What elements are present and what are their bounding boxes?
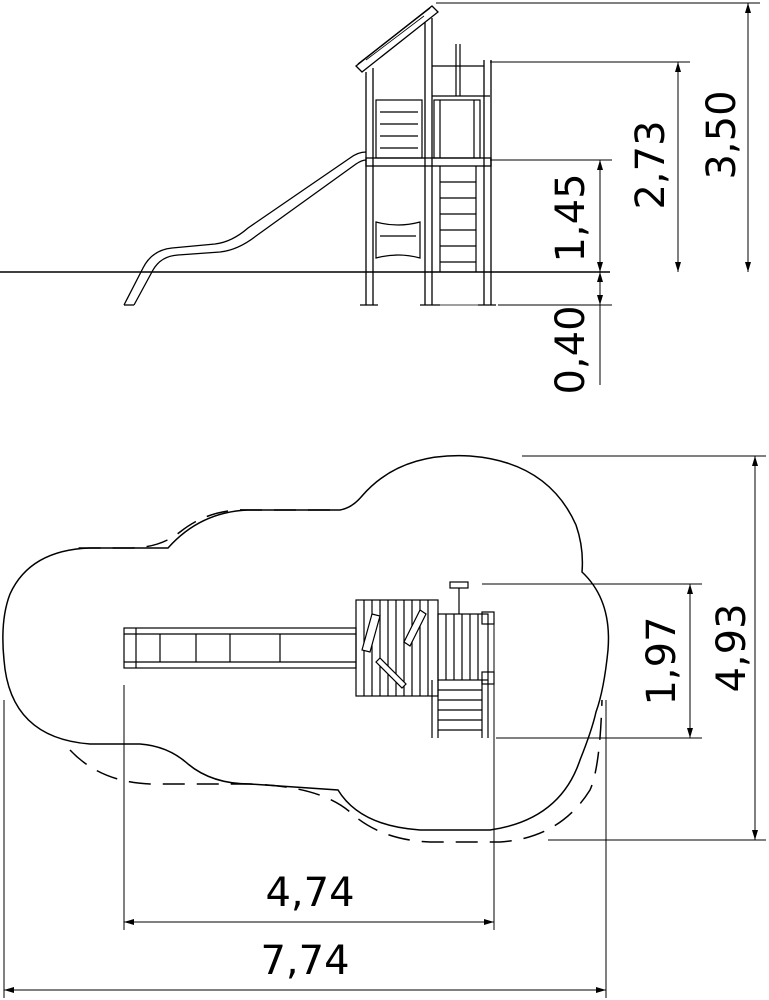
ladder-top [431,680,489,738]
platform-height-label: 1,45 [548,173,594,262]
equipment-length-label: 4,74 [265,870,354,916]
upper-panel [375,95,490,159]
elevation-dimension-lines [436,2,760,385]
plan-view: 4,93 1,97 4,74 7,74 [2,454,766,998]
safety-zone-depth-label: 4,93 [709,603,755,692]
roof-height-label: 2,73 [628,120,674,209]
total-height-label: 3,50 [699,90,745,179]
slide-side [123,151,367,306]
lower-panel [375,221,421,259]
ladder-side [439,166,477,272]
foundation-depth-label: 0,40 [548,305,594,394]
platform-side [365,157,492,167]
roof [355,5,439,73]
rope-pole [432,44,484,96]
slide-top [123,627,357,669]
plan-dimension-lines [3,455,766,998]
elevation-view: 3,50 2,73 1,45 0,40 [0,2,760,395]
pole-top [449,581,469,614]
safety-zone-outline [2,454,610,831]
safety-zone-length-label: 7,74 [260,938,349,984]
alternate-zone-outline [69,509,603,843]
platform-deck [437,611,495,685]
tower-roof-top [355,599,439,697]
equipment-depth-label: 1,97 [639,616,685,705]
